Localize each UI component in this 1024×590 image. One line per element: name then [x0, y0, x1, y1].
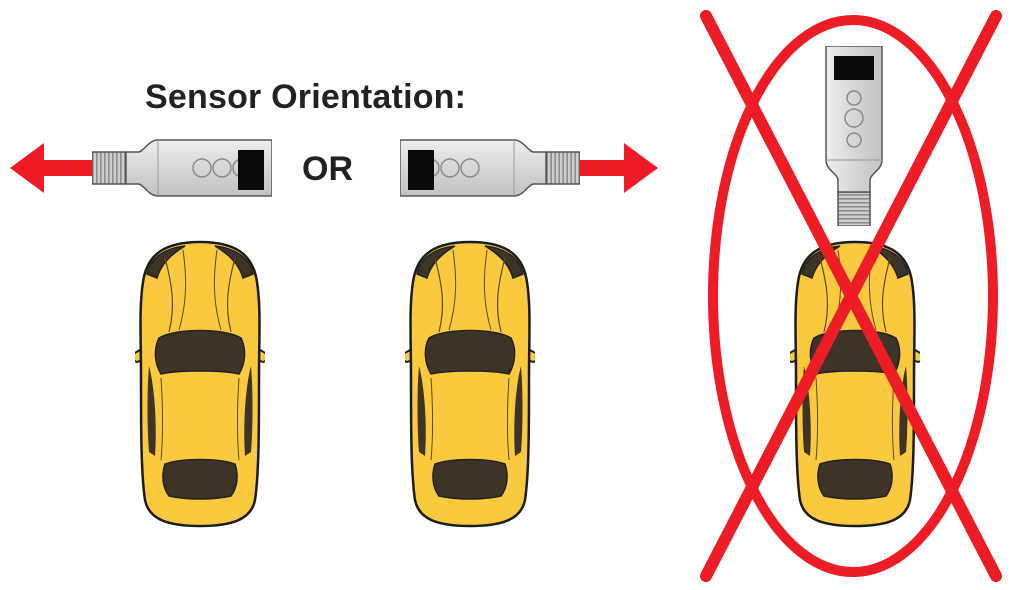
- arrow-left-icon: [10, 143, 92, 193]
- car-left-icon: [135, 240, 265, 528]
- sensor-vertical-icon: [825, 46, 883, 226]
- sensor-left-icon: [92, 139, 272, 197]
- car-middle-icon: [405, 240, 535, 528]
- arrow-right-icon: [580, 143, 658, 193]
- or-label: OR: [302, 150, 353, 188]
- prohibited-x-icon: [700, 10, 1002, 582]
- diagram-title: Sensor Orientation:: [145, 78, 467, 116]
- sensor-right-icon: [400, 139, 580, 197]
